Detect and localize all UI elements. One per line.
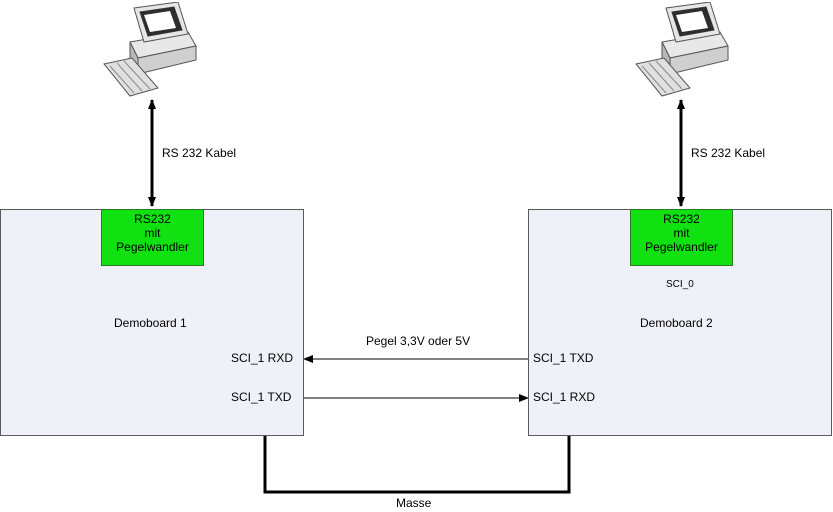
rs232-line-2: mit bbox=[673, 226, 690, 240]
board2-title: Demoboard 2 bbox=[640, 316, 713, 330]
ground-label: Masse bbox=[396, 496, 432, 510]
desktop-computer-icon bbox=[103, 2, 197, 97]
rs232-converter-board1: RS232 mit Pegelwandler bbox=[101, 209, 204, 266]
signal-level-label: Pegel 3,3V oder 5V bbox=[366, 334, 471, 348]
cable-label-right: RS 232 Kabel bbox=[691, 146, 766, 160]
cable-label-left: RS 232 Kabel bbox=[162, 146, 237, 160]
rs232-line-3: Pegelwandler bbox=[116, 240, 189, 254]
board2-pin-txd: SCI_1 TXD bbox=[533, 351, 594, 365]
rs232-line-2: mit bbox=[144, 226, 161, 240]
board2-sci0-label: SCI_0 bbox=[666, 279, 694, 290]
rs232-line-3: Pegelwandler bbox=[645, 240, 718, 254]
board1-title: Demoboard 1 bbox=[114, 316, 187, 330]
board2-pin-rxd: SCI_1 RXD bbox=[533, 390, 596, 404]
rs232-line-1: RS232 bbox=[134, 212, 171, 226]
board1-pin-rxd: SCI_1 RXD bbox=[231, 351, 294, 365]
board1-pin-txd: SCI_1 TXD bbox=[231, 390, 292, 404]
desktop-computer-icon bbox=[635, 2, 729, 97]
rs232-converter-board2: RS232 mit Pegelwandler bbox=[630, 209, 733, 266]
ground-line bbox=[263, 436, 571, 494]
rs232-line-1: RS232 bbox=[663, 212, 700, 226]
